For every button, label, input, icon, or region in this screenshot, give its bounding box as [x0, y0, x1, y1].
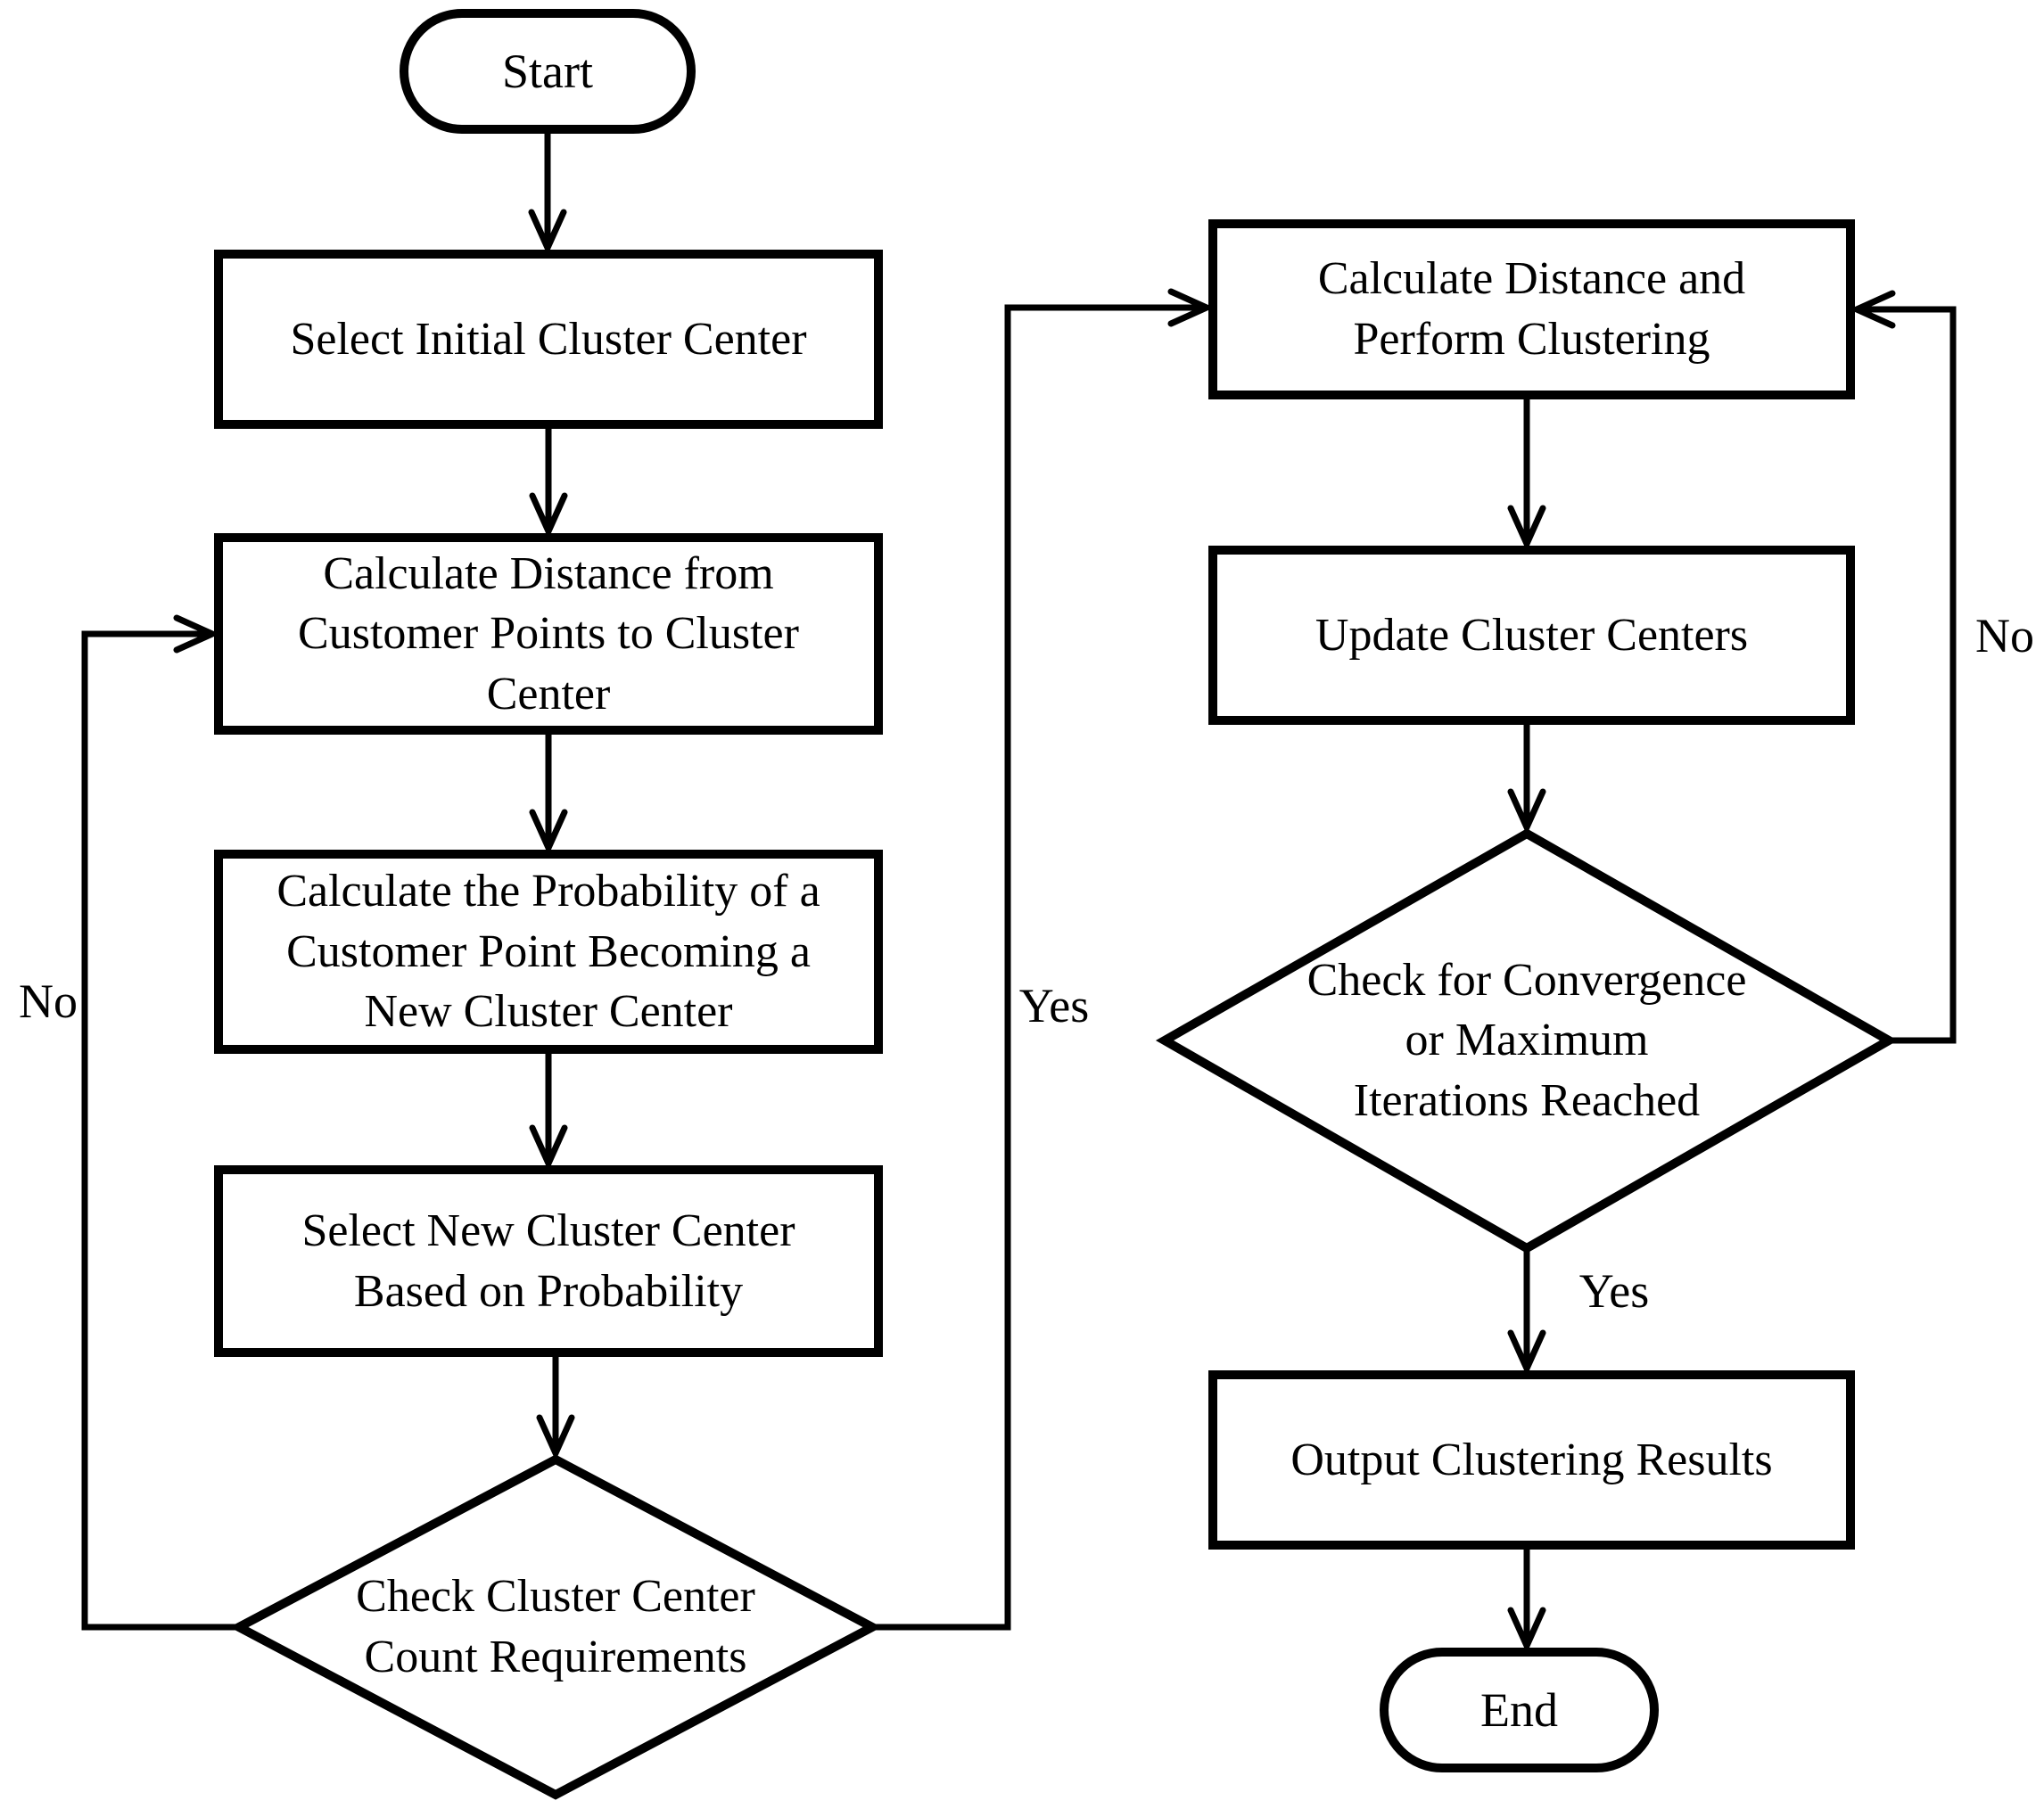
calc-probability-shape	[214, 850, 883, 1054]
calc-distance-points-shape	[214, 533, 883, 735]
end-terminator-shape	[1380, 1648, 1659, 1772]
select-initial-shape	[214, 250, 883, 429]
check-count-decision-shape	[229, 1454, 882, 1800]
edge-convergence-no-loop	[1849, 290, 1957, 1044]
shape-group	[214, 9, 1899, 1800]
start-terminator-shape	[400, 9, 696, 134]
edge-check-count-yes	[872, 288, 1215, 1631]
select-new-center-shape	[214, 1165, 883, 1357]
edge-check-count-no-loop	[81, 614, 239, 1631]
connector-group	[81, 129, 1957, 1654]
output-results-shape	[1208, 1370, 1855, 1550]
calc-distance-clustering-shape	[1208, 219, 1855, 399]
update-centers-shape	[1208, 546, 1855, 725]
check-convergence-decision-shape	[1155, 828, 1899, 1254]
